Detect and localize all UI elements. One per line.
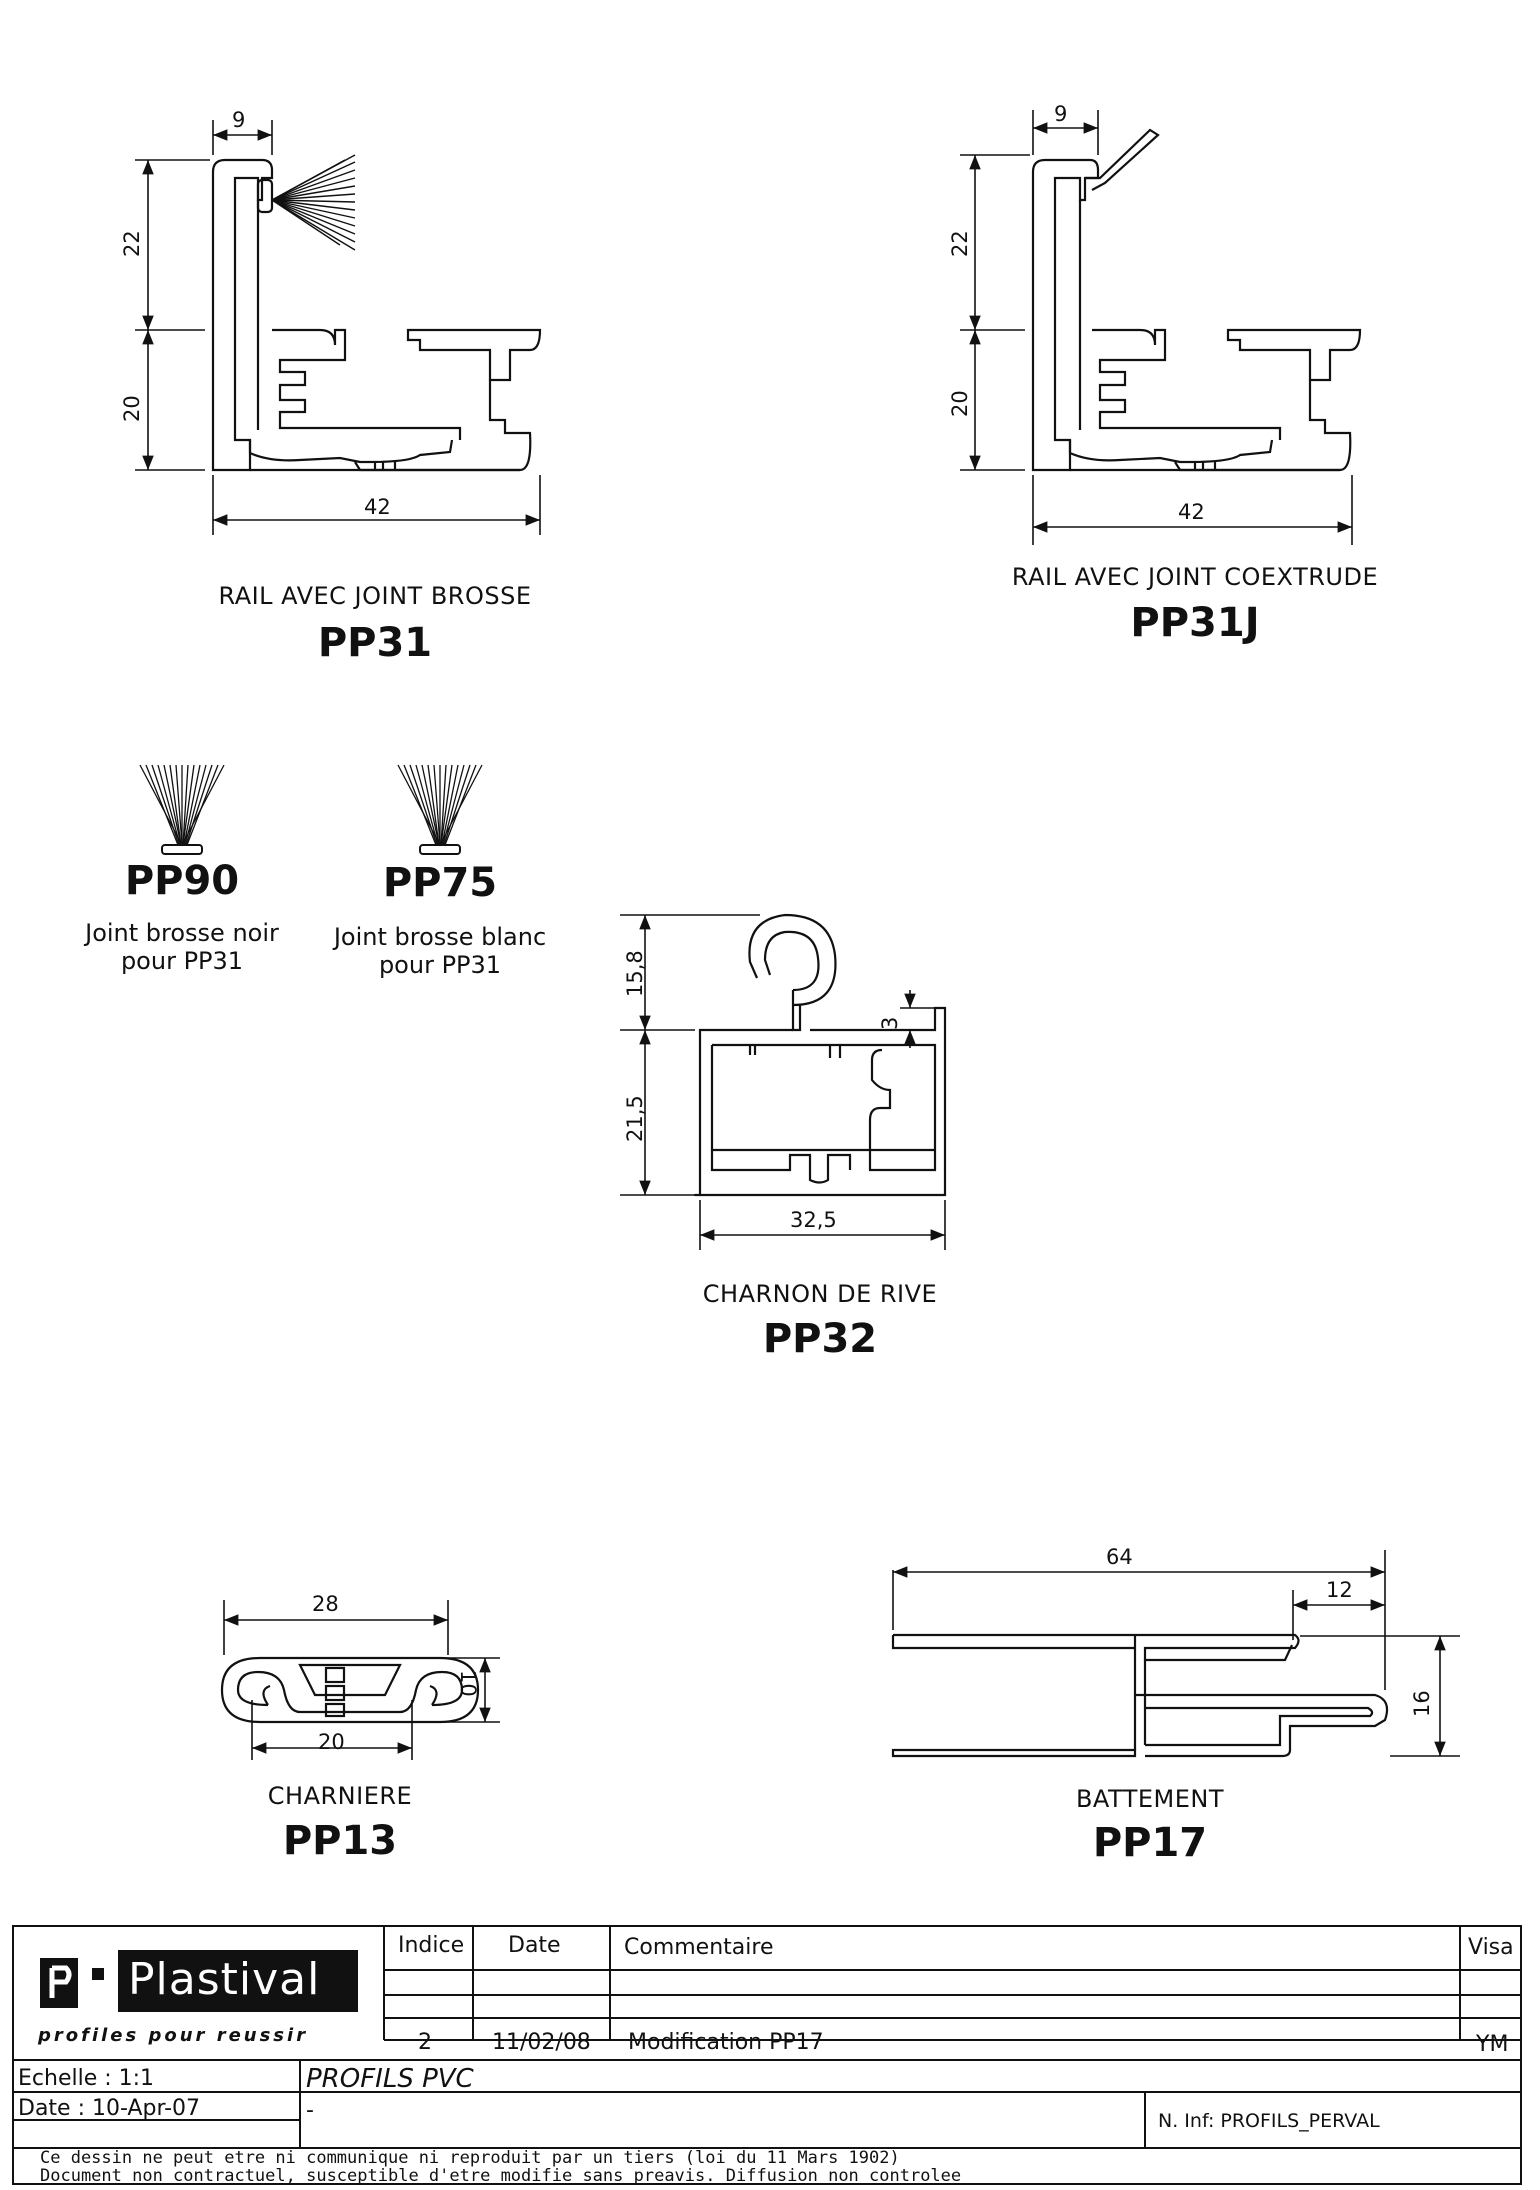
pp32-caption: CHARNON DE RIVE <box>702 1280 938 1308</box>
pp90-desc-line2: pour PP31 <box>120 947 244 975</box>
pp17-code: PP17 <box>1092 1820 1208 1866</box>
header-indice: Indice <box>398 1933 465 1958</box>
pp17-dim-step: 12 <box>1326 1578 1353 1602</box>
pp32-code: PP32 <box>762 1316 878 1362</box>
pp31j-dim-top: 9 <box>1054 102 1068 126</box>
plastival-logo-mark <box>40 1950 358 2012</box>
pp31-dimension-lines <box>135 120 541 535</box>
header-visa: Visa <box>1468 1935 1514 1960</box>
revision-date: 11/02/08 <box>492 2030 591 2055</box>
pp13-caption: CHARNIERE <box>267 1782 413 1810</box>
pp90-brush-icon <box>139 764 225 855</box>
pp31j-code: PP31J <box>1130 600 1260 646</box>
pp13-dim-outer: 28 <box>312 1592 339 1616</box>
pp32-dim-lip: 3 <box>878 1016 902 1030</box>
pp90-desc-line1: Joint brosse noir <box>85 919 279 947</box>
pp13-dim-inner: 20 <box>318 1730 345 1754</box>
pp31-dim-lower: 20 <box>120 395 144 422</box>
pp31-dim-width: 42 <box>364 495 391 519</box>
pp17-dimension-lines <box>892 1550 1460 1757</box>
pp31-profile-outline <box>211 158 542 472</box>
scale-label: Echelle : 1:1 <box>18 2066 155 2091</box>
pp31j-profile-outline <box>1031 128 1362 472</box>
pp75-desc-line2: pour PP31 <box>378 951 502 979</box>
logo-tagline: profiles pour reussir <box>38 2025 309 2046</box>
pp32-dimension-lines <box>620 914 946 1250</box>
notice-line-2: Document non contractuel, susceptible d'… <box>40 2166 962 2186</box>
pp17-dim-height: 16 <box>1410 1690 1434 1717</box>
notice-line-1: Ce dessin ne peut etre ni communique ni … <box>40 2148 900 2168</box>
pp17-dim-overall: 64 <box>1106 1545 1133 1569</box>
pp31-brush-seal <box>271 154 356 251</box>
pp17-caption: BATTEMENT <box>1075 1785 1225 1813</box>
pp75-brush-icon <box>397 764 483 855</box>
pp75-code: PP75 <box>382 860 498 906</box>
pp90-code: PP90 <box>124 858 240 904</box>
revision-visa: YM <box>1476 2032 1509 2057</box>
header-date: Date <box>508 1933 561 1958</box>
revision-indice: 2 <box>418 2030 432 2055</box>
title-dash: - <box>306 2098 314 2123</box>
pp31j-dim-lower: 20 <box>948 390 972 417</box>
pp13-dimension-lines <box>223 1600 500 1760</box>
pp13-dim-height: 10 <box>456 1670 480 1697</box>
plastival-logo-text: Plastival <box>128 1954 321 2005</box>
drawing-title: PROFILS PVC <box>306 2064 474 2094</box>
pp31j-caption: RAIL AVEC JOINT COEXTRUDE <box>1011 563 1379 591</box>
ref-label: N. Inf: PROFILS_PERVAL <box>1158 2110 1380 2132</box>
pp31-dim-top: 9 <box>232 108 246 132</box>
pp31j-dim-width: 42 <box>1178 500 1205 524</box>
pp17-profile-outline <box>891 1633 1389 1758</box>
revision-comment: Modification PP17 <box>628 2030 824 2055</box>
pp75-desc-line1: Joint brosse blanc <box>333 923 547 951</box>
pp31-dim-upper: 22 <box>120 230 144 257</box>
title-block-grid <box>12 1925 1522 2185</box>
header-commentaire: Commentaire <box>624 1935 774 1960</box>
pp13-profile-outline <box>220 1656 480 1724</box>
pp31j-dim-upper: 22 <box>948 230 972 257</box>
pp31-caption: RAIL AVEC JOINT BROSSE <box>218 582 532 610</box>
pp32-dim-upper: 15,8 <box>623 950 647 997</box>
pp32-dim-lower: 21,5 <box>623 1095 647 1142</box>
pp32-dim-width: 32,5 <box>790 1208 837 1232</box>
pp32-profile-outline <box>693 913 947 1197</box>
pp31-code: PP31 <box>317 620 433 666</box>
pp31j-dimension-lines <box>960 110 1353 545</box>
pp13-code: PP13 <box>282 1818 398 1864</box>
date-label: Date : 10-Apr-07 <box>18 2096 201 2121</box>
